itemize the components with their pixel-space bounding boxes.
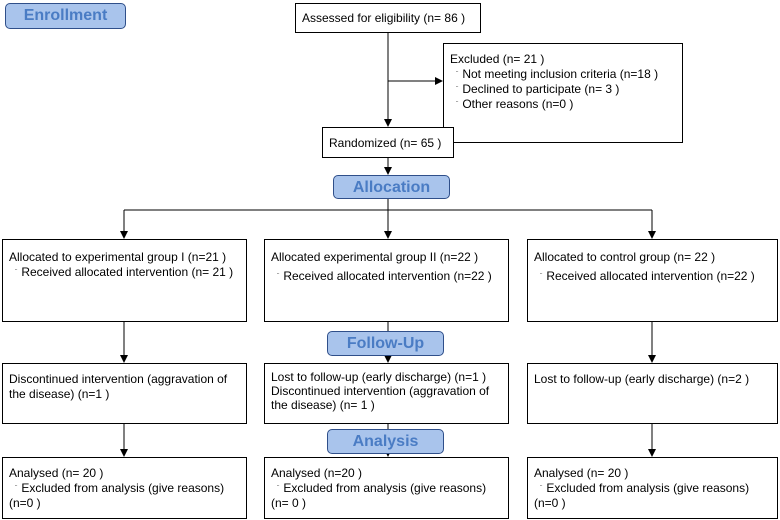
followup-line: the disease) (n= 1 ) — [271, 398, 375, 412]
allocation-stage-label: Allocation — [333, 175, 450, 199]
randomized-text: Randomized (n= 65 ) — [329, 136, 442, 150]
allocation-item: ¨Received allocated intervention (n=22 ) — [534, 269, 771, 284]
allocation-title: Allocated experimental group II (n=22 ) — [271, 250, 479, 264]
excluded-item: ¨Not meeting inclusion criteria (n=18 ) — [450, 67, 676, 82]
bullet-icon: ¨ — [456, 86, 459, 93]
bullet-icon: ¨ — [456, 101, 459, 108]
excluded-item: ¨Other reasons (n=0 ) — [450, 97, 676, 112]
analysis-item: ¨Excluded from analysis (give reasons) — [271, 481, 502, 496]
bullet-icon: ¨ — [15, 269, 18, 276]
analysis-item: ¨Excluded from analysis (give reasons) — [534, 481, 771, 496]
allocation-box-group-2: Allocated experimental group II (n=22 ) … — [264, 239, 509, 322]
bullet-icon: ¨ — [456, 71, 459, 78]
analysis-tail: (n=0 ) — [9, 496, 41, 510]
followup-box-group-2: Lost to follow-up (early discharge) (n=1… — [264, 363, 509, 424]
excluded-item-text: Other reasons (n=0 ) — [462, 97, 574, 111]
analysis-item-text: Excluded from analysis (give reasons) — [21, 481, 225, 495]
analysis-box-control: Analysed (n= 20 ) ¨Excluded from analysi… — [527, 457, 778, 519]
analysis-box-group-1: Analysed (n= 20 ) ¨Excluded from analysi… — [2, 457, 247, 519]
followup-line: Lost to follow-up (early discharge) (n=2… — [534, 372, 750, 386]
followup-line: Discontinued intervention (aggravation o… — [9, 372, 228, 386]
analysis-title: Analysed (n= 20 ) — [534, 466, 629, 480]
excluded-item: ¨Declined to participate (n= 3 ) — [450, 82, 676, 97]
followup-line: Discontinued intervention (aggravation o… — [271, 384, 490, 398]
analysis-title: Analysed (n=20 ) — [271, 466, 363, 480]
bullet-icon: ¨ — [540, 273, 543, 280]
analysis-tail: (n=0 ) — [534, 496, 566, 510]
enrollment-stage-label: Enrollment — [5, 3, 126, 29]
excluded-item-text: Not meeting inclusion criteria (n=18 ) — [462, 67, 659, 81]
follow-up-stage-label: Follow-Up — [327, 331, 444, 356]
followup-box-control: Lost to follow-up (early discharge) (n=2… — [527, 363, 778, 424]
randomized-box: Randomized (n= 65 ) — [322, 127, 454, 158]
excluded-box: Excluded (n= 21 ) ¨Not meeting inclusion… — [443, 43, 683, 143]
allocation-box-control: Allocated to control group (n= 22 ) ¨Rec… — [527, 239, 778, 322]
allocation-item: ¨Received allocated intervention (n= 21 … — [9, 265, 240, 280]
analysis-title: Analysed (n= 20 ) — [9, 466, 104, 480]
excluded-item-text: Declined to participate (n= 3 ) — [462, 82, 620, 96]
allocation-item: ¨Received allocated intervention (n=22 ) — [271, 269, 502, 284]
allocation-item-text: Received allocated intervention (n=22 ) — [546, 269, 755, 283]
allocation-box-group-1: Allocated to experimental group I (n=21 … — [2, 239, 247, 322]
analysis-stage-label: Analysis — [327, 429, 444, 454]
assessed-text: Assessed for eligibility (n= 86 ) — [302, 11, 466, 25]
analysis-box-group-2: Analysed (n=20 ) ¨Excluded from analysis… — [264, 457, 509, 519]
bullet-icon: ¨ — [540, 485, 543, 492]
allocation-title: Allocated to experimental group I (n=21 … — [9, 250, 227, 264]
bullet-icon: ¨ — [277, 485, 280, 492]
analysis-tail: (n= 0 ) — [271, 496, 307, 510]
analysis-item-text: Excluded from analysis (give reasons) — [546, 481, 750, 495]
followup-box-group-1: Discontinued intervention (aggravation o… — [2, 363, 247, 424]
allocation-item-text: Received allocated intervention (n=22 ) — [283, 269, 492, 283]
allocation-item-text: Received allocated intervention (n= 21 ) — [21, 265, 234, 279]
allocation-title: Allocated to control group (n= 22 ) — [534, 250, 716, 264]
bullet-icon: ¨ — [15, 485, 18, 492]
excluded-title: Excluded (n= 21 ) — [450, 52, 545, 66]
assessed-box: Assessed for eligibility (n= 86 ) — [295, 3, 481, 33]
analysis-item-text: Excluded from analysis (give reasons) — [283, 481, 487, 495]
followup-line: Lost to follow-up (early discharge) (n=1… — [271, 370, 487, 384]
analysis-item: ¨Excluded from analysis (give reasons) — [9, 481, 240, 496]
bullet-icon: ¨ — [277, 273, 280, 280]
followup-line: the disease) (n=1 ) — [9, 387, 110, 401]
